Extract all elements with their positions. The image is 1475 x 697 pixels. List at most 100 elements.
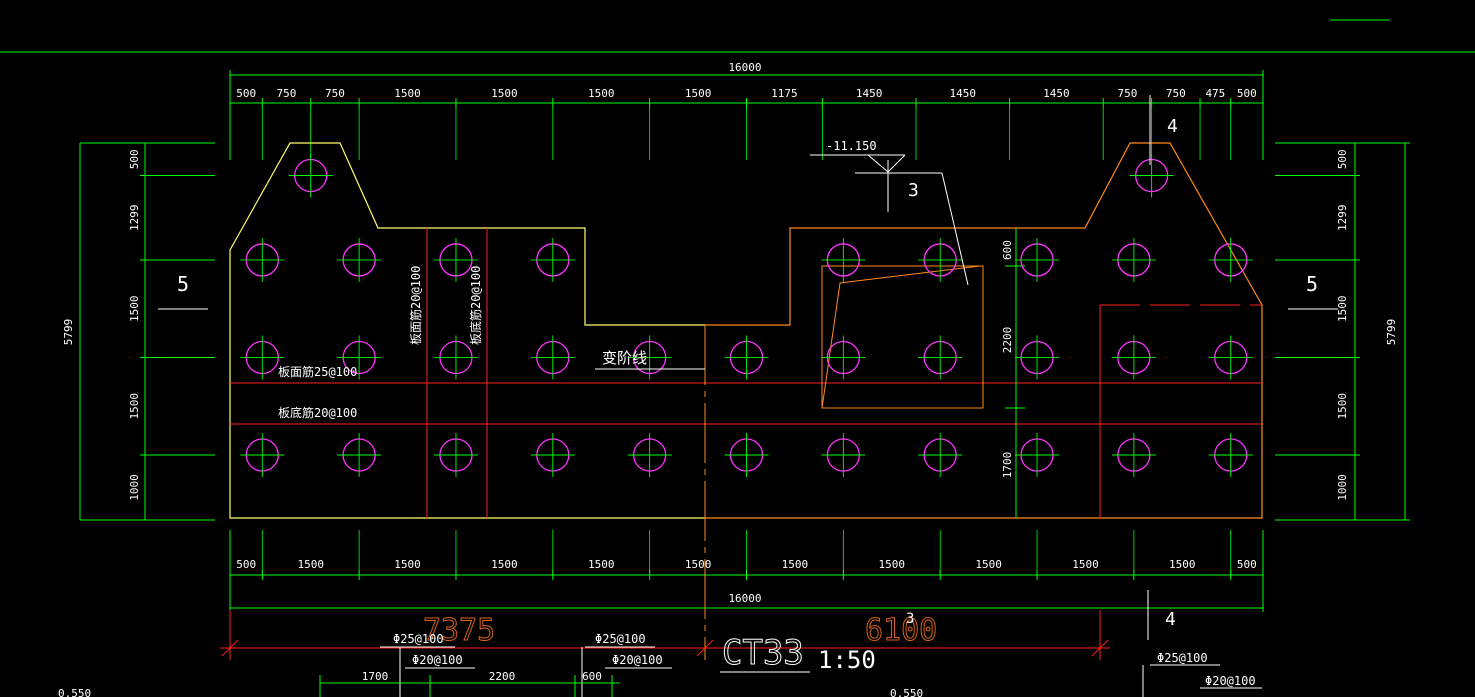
bottom-segment-label: 1500 [588,558,615,571]
pile [1015,432,1060,477]
bottom-segment-label: 1500 [491,558,518,571]
right-dimension-chain [1275,142,1410,521]
pile [724,335,769,380]
pile [918,432,963,477]
right_dims-segment-label: 1299 [1336,204,1349,231]
left-dimension-chain [79,142,215,521]
strip-dim-2200: 2200 [489,670,516,683]
top-overall-dim: 16000 [728,61,761,74]
top-segment-label: 1500 [394,87,421,100]
top-segment-label: 1175 [771,87,798,100]
bottom-segment-label: 1500 [1169,558,1196,571]
bottom-segment-label: 1500 [975,558,1002,571]
bottom-section-mark-3: 3 [906,611,914,627]
right_dims-segment-label: 500 [1336,149,1349,169]
bottom-overall-dim: 16000 [728,592,761,605]
top-segment-label: 750 [325,87,345,100]
elevation-section-mark: 3 [908,180,919,201]
strip-rebar-a1: Φ25@100 [393,632,444,646]
pile [1015,237,1060,282]
pile [240,335,285,380]
left_dims-segment-label: 1500 [128,295,141,322]
grid-lines [261,108,1232,575]
frame-lines [0,19,1475,53]
bottom-segment-label: 1500 [782,558,809,571]
label-rebar-bottom-20: 板底筋20@100 [278,405,357,420]
bottom-segment-label: 1500 [297,558,324,571]
right-segment-labels: 500 1299 1500 1500 1000 [1336,149,1349,500]
pile [627,432,672,477]
bottom-strip-lines [220,610,1262,697]
piles [240,153,1253,477]
strip-level-left: 0.550 [58,687,91,697]
pile [530,432,575,477]
top-segment-label: 500 [1237,87,1257,100]
bottom-segment-label: 1500 [1072,558,1099,571]
right_dims-segment-label: 1000 [1336,474,1349,501]
section-mark-lines [158,95,1338,640]
section-mark-left: 5 [177,272,189,296]
right_dims-segment-label: 1500 [1336,393,1349,420]
top-segment-label: 750 [277,87,297,100]
pile [337,335,382,380]
top-segment-label: 500 [236,87,256,100]
pile [1208,237,1253,282]
pile [288,153,333,198]
pile [1129,153,1174,198]
elevation-symbol [810,154,969,286]
top-segment-label: 1500 [491,87,518,100]
right-overall-dim: 5799 [1385,319,1398,346]
left_dims-segment-label: 500 [128,149,141,169]
section-mark-right: 5 [1306,272,1318,296]
left_dims-segment-label: 1000 [128,474,141,501]
pile [1208,335,1253,380]
label-rebar-v-bottom-20: 板底筋20@100 [468,266,483,345]
bottom-segment-label: 500 [1237,558,1257,571]
left_dims-segment-label: 1500 [128,393,141,420]
strip-rebar-b2: Φ20@100 [612,653,663,667]
top-dimension-chain [229,70,1264,160]
bottom-segment-label: 500 [236,558,256,571]
strip-rebar-b1: Φ25@100 [595,632,646,646]
label-rebar-v-top-20: 板面筋20@100 [408,266,423,345]
top-segment-label: 1450 [856,87,883,100]
top-segment-label: 750 [1117,87,1137,100]
pile [724,432,769,477]
strip-rebar-c1: Φ25@100 [1157,651,1208,665]
pile [530,335,575,380]
pile [821,237,866,282]
cap-outline-right [705,142,1263,519]
label-step-line: 变阶线 [602,349,647,367]
pile [337,432,382,477]
label-rebar-top-25: 板面筋25@100 [278,364,357,379]
top-segment-label: 1450 [950,87,977,100]
bottom-segment-label: 1500 [394,558,421,571]
pile [1111,335,1156,380]
cap-outline-left [229,142,705,519]
strip-dim-600: 600 [582,670,602,683]
pile [821,432,866,477]
left-overall-dim: 5799 [62,319,75,346]
strip-dim-1700: 1700 [362,670,389,683]
bottom-segment-label: 1500 [879,558,906,571]
pile [337,237,382,282]
inner-dim-600: 600 [1001,240,1014,260]
pile [627,335,672,380]
inner-box [821,265,984,409]
inner-dim-2200: 2200 [1001,327,1014,354]
pile [240,432,285,477]
strip-rebar-c2: Φ20@100 [1205,674,1256,688]
elevation-value: -11.150 [826,139,877,153]
top-segment-label: 1500 [588,87,615,100]
left_dims-segment-label: 1299 [128,204,141,231]
top-segment-label: 475 [1205,87,1225,100]
pile [1208,432,1253,477]
right_dims-segment-label: 1500 [1336,295,1349,322]
pile [433,432,478,477]
rebar-lines [230,228,1262,518]
pile [530,237,575,282]
drawing-scale: 1:50 [818,646,876,674]
